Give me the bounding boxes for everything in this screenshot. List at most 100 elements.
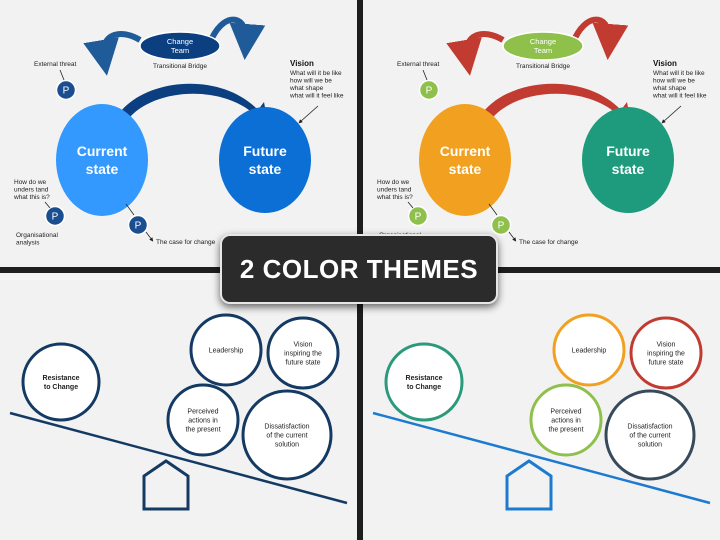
dissatisfaction-circle [241, 389, 333, 481]
vision-title: Vision [290, 59, 314, 68]
change-team-label: Team [171, 46, 189, 55]
external-threat-pointer [422, 69, 428, 81]
future-state-label: state [612, 161, 645, 177]
vision-line: what will it feel like [289, 93, 344, 100]
vision-line: what shape [289, 85, 324, 92]
case-for-change-label: The case for change [156, 239, 216, 246]
perceived-label: Perceived [187, 409, 218, 416]
current-state-label: state [449, 161, 482, 177]
resistance-label: Resistance [43, 375, 80, 382]
colored-balance-diagram-panel: Resistance to Change Leadership Vision inspi… [363, 273, 720, 540]
p-marker-label: P [135, 221, 142, 232]
dissatisfaction-label: Dissatisfaction [264, 424, 309, 431]
change-team-ellipse [139, 31, 221, 61]
dissatisfaction-label: Dissatisfaction [627, 424, 672, 431]
right-loop-arrow [572, 16, 629, 60]
future-state-label: Future [606, 143, 650, 159]
perceived-label: actions in [551, 418, 581, 425]
current-state-ellipse [56, 104, 148, 216]
resistance-circle [384, 342, 464, 422]
vision-line: what shape [652, 85, 687, 92]
bridge-arrow [479, 83, 631, 124]
p-marker-label: P [63, 86, 70, 97]
vision-line: how will we be [653, 78, 695, 85]
current-state-ellipse [419, 104, 511, 216]
left-loop-arrow [446, 31, 505, 76]
how-label: what this is? [13, 194, 50, 201]
dissatisfaction-circle [604, 389, 696, 481]
current-state-label: Current [440, 143, 491, 159]
perceived-label: the present [185, 427, 220, 434]
vision-line: What will it be like [653, 70, 705, 77]
case-for-change-label: The case for change [519, 239, 579, 246]
leadership-circle [189, 313, 263, 387]
perceived-circle [529, 383, 603, 457]
vision-label: future state [648, 360, 683, 367]
bridge-arrow [116, 83, 268, 124]
case-upper-pointer [125, 203, 135, 216]
left-loop-arrow [83, 31, 142, 76]
perceived-label: the present [548, 427, 583, 434]
dissatisfaction-label: solution [638, 442, 662, 449]
future-state-ellipse [582, 107, 674, 213]
p-marker-label: P [52, 212, 59, 223]
vision-line: how will we be [290, 78, 332, 85]
resistance-label: to Change [44, 384, 78, 391]
how-label: what this is? [376, 194, 413, 201]
leadership-circle [552, 313, 626, 387]
dissatisfaction-label: solution [275, 442, 299, 449]
change-team-label: Change [167, 37, 193, 46]
vision-title: Vision [653, 59, 677, 68]
p-marker [44, 205, 66, 227]
change-team-label: Team [534, 46, 552, 55]
vision-label: Vision [657, 342, 676, 349]
dissatisfaction-label: of the current [266, 433, 307, 440]
change-team-label: Change [530, 37, 556, 46]
how-label: How do we [14, 179, 47, 186]
vision-label: future state [285, 360, 320, 367]
seesaw-beam [9, 411, 348, 505]
dissatisfaction-label: of the current [629, 433, 670, 440]
transitional-bridge-label: Transitional Bridge [516, 63, 570, 70]
future-state-label: Future [243, 143, 287, 159]
perceived-circle [166, 383, 240, 457]
seesaw-beam [372, 411, 711, 505]
future-state-label: state [249, 161, 282, 177]
leadership-label: Leadership [209, 348, 244, 355]
perceived-label: Perceived [550, 409, 581, 416]
how-label: unders tand [377, 187, 412, 194]
p-marker [490, 214, 512, 236]
organisational-analysis-label: analysis [16, 240, 40, 247]
resistance-label: to Change [407, 384, 441, 391]
change-team-ellipse [502, 31, 584, 61]
p-marker [407, 205, 429, 227]
perceived-label: actions in [188, 418, 218, 425]
leadership-label: Leadership [572, 348, 607, 355]
vision-pointer [298, 105, 319, 124]
external-threat-label: External threat [34, 61, 76, 68]
p-marker [55, 79, 77, 101]
vision-pointer [661, 105, 682, 124]
how-label: How do we [377, 179, 410, 186]
case-upper-pointer [488, 203, 498, 216]
right-loop-arrow [209, 16, 266, 60]
color-themes-banner: 2 COLOR THEMES [220, 234, 498, 304]
p-marker [418, 79, 440, 101]
p-marker-label: P [426, 86, 433, 97]
vision-line: what will it feel like [652, 93, 707, 100]
case-pointer [508, 231, 517, 242]
vision-line: What will it be like [290, 70, 342, 77]
vision-label: inspiring the [284, 351, 322, 358]
how-label: unders tand [14, 187, 49, 194]
how-pointer [44, 201, 51, 209]
future-state-ellipse [219, 107, 311, 213]
case-pointer [145, 231, 154, 242]
fulcrum-house-icon [142, 459, 190, 511]
resistance-label: Resistance [406, 375, 443, 382]
external-threat-pointer [59, 69, 65, 81]
organisational-analysis-label: Organisational [16, 232, 58, 239]
fulcrum-house-icon [505, 459, 553, 511]
vision-label: inspiring the [647, 351, 685, 358]
